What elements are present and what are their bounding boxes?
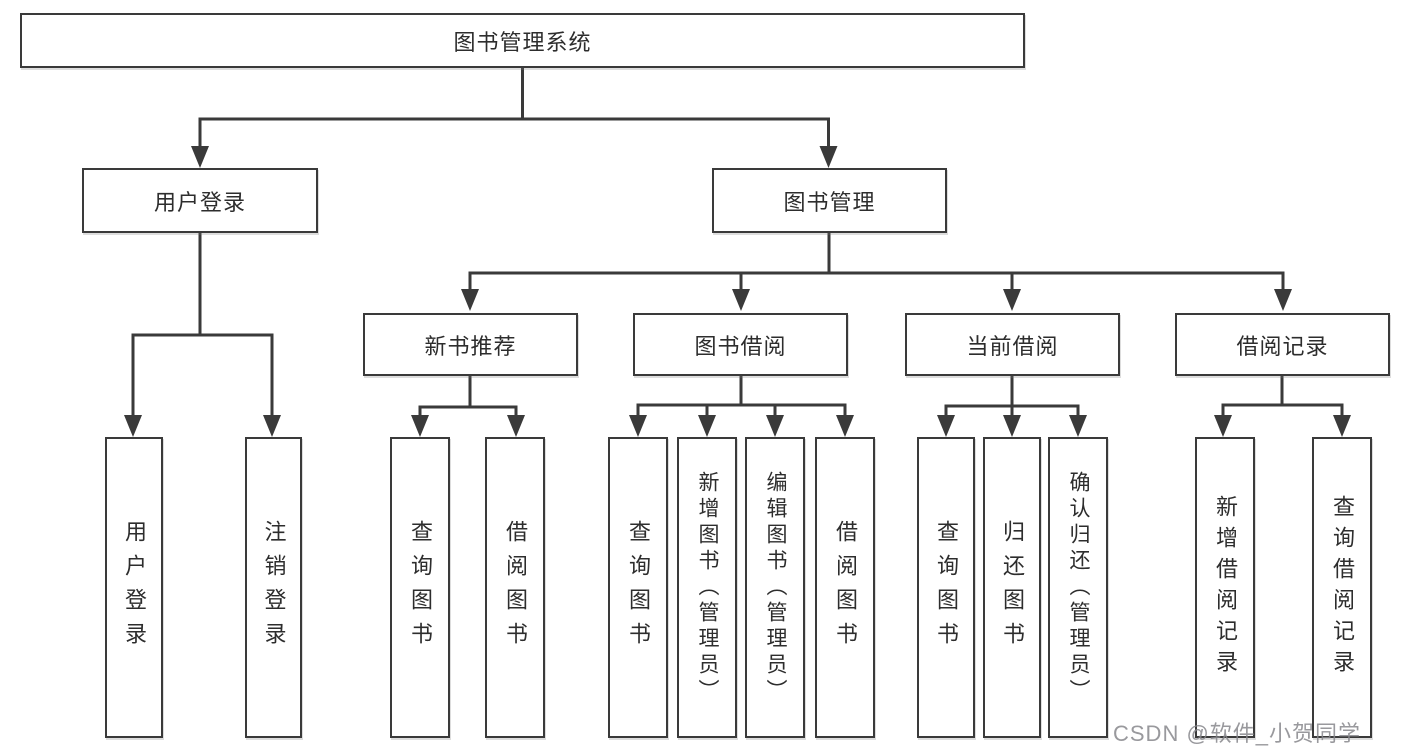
node-user-login: 用户登录 xyxy=(82,168,318,233)
node-book-borrowing: 图书借阅 xyxy=(633,313,848,376)
node-logout-leaf: 注销登录 xyxy=(245,437,302,738)
node-user-login-leaf: 用户登录 xyxy=(105,437,163,738)
node-add-book-admin: 新增图书（管理员） xyxy=(677,437,737,738)
node-query-books-current: 查询图书 xyxy=(917,437,975,738)
node-query-books-recommend: 查询图书 xyxy=(390,437,450,738)
csdn-watermark: CSDN @软件_小贺同学 xyxy=(1113,721,1362,746)
connector-segments xyxy=(131,66,1344,424)
node-confirm-return-admin: 确认归还（管理员） xyxy=(1048,437,1108,738)
node-book-management: 图书管理 xyxy=(712,168,947,233)
node-borrow-books-leaf: 借阅图书 xyxy=(815,437,875,738)
node-new-book-recommendation: 新书推荐 xyxy=(363,313,578,376)
node-query-books-borrow: 查询图书 xyxy=(608,437,668,738)
node-add-borrow-record: 新增借阅记录 xyxy=(1195,437,1255,738)
node-borrow-books-recommend: 借阅图书 xyxy=(485,437,545,738)
node-query-borrow-record: 查询借阅记录 xyxy=(1312,437,1372,738)
node-edit-book-admin: 编辑图书（管理员） xyxy=(745,437,805,738)
arrowheads xyxy=(124,146,1351,437)
node-borrowing-records: 借阅记录 xyxy=(1175,313,1390,376)
node-return-books: 归还图书 xyxy=(983,437,1041,738)
node-library-management-system: 图书管理系统 xyxy=(20,13,1025,68)
node-current-borrowing: 当前借阅 xyxy=(905,313,1120,376)
